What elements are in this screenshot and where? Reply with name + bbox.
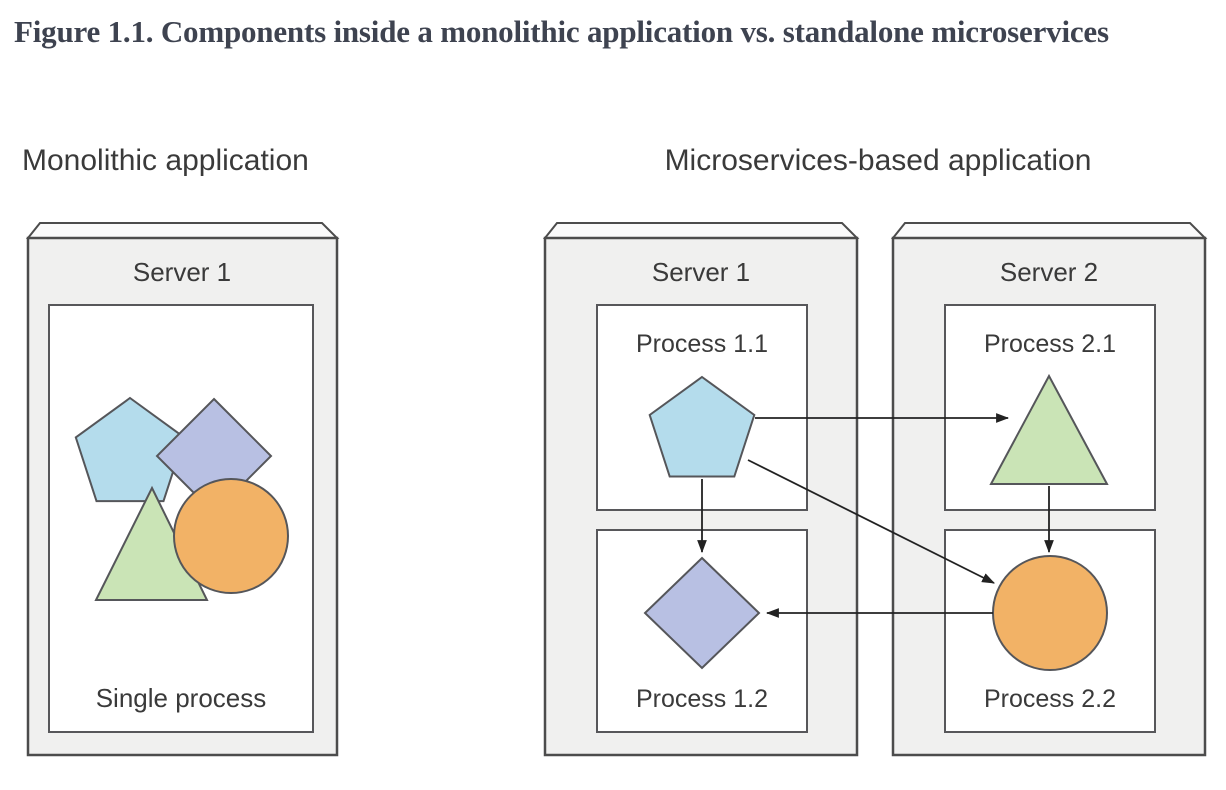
micro-server1-box: Server 1 Process 1.1 Process 1.2 bbox=[542, 222, 860, 757]
micro-server2-label: Server 2 bbox=[1000, 257, 1098, 287]
single-process-label: Single process bbox=[96, 683, 267, 713]
micro-server2-box: Server 2 Process 2.1 Process 2.2 bbox=[890, 222, 1208, 757]
circle-component-icon bbox=[992, 555, 1108, 671]
monolith-heading: Monolithic application bbox=[22, 144, 309, 177]
server-top-face bbox=[542, 222, 860, 239]
process-1-2-label: Process 1.2 bbox=[636, 685, 768, 713]
micro-server1-label: Server 1 bbox=[652, 257, 750, 287]
circle-component-icon bbox=[173, 478, 289, 594]
triangle-component-icon bbox=[989, 373, 1109, 485]
microservices-heading: Microservices-based application bbox=[665, 144, 1092, 177]
process-2-1-label: Process 2.1 bbox=[984, 330, 1116, 358]
monolith-server-box: Server 1 Single process bbox=[25, 222, 340, 757]
pentagon-component-icon bbox=[74, 396, 186, 503]
server-top-face bbox=[25, 222, 340, 239]
arrow-process11-to-process22 bbox=[747, 459, 995, 584]
monolith-server-label: Server 1 bbox=[133, 257, 231, 287]
connection-arrows bbox=[697, 413, 1054, 618]
server-top-face bbox=[890, 222, 1208, 239]
process-1-1-label: Process 1.1 bbox=[636, 330, 768, 358]
pentagon-component-icon bbox=[648, 375, 756, 478]
figure-caption: Figure 1.1. Components inside a monolith… bbox=[14, 14, 1109, 49]
process-2-2-label: Process 2.2 bbox=[984, 685, 1116, 713]
diamond-component-icon bbox=[643, 556, 761, 670]
